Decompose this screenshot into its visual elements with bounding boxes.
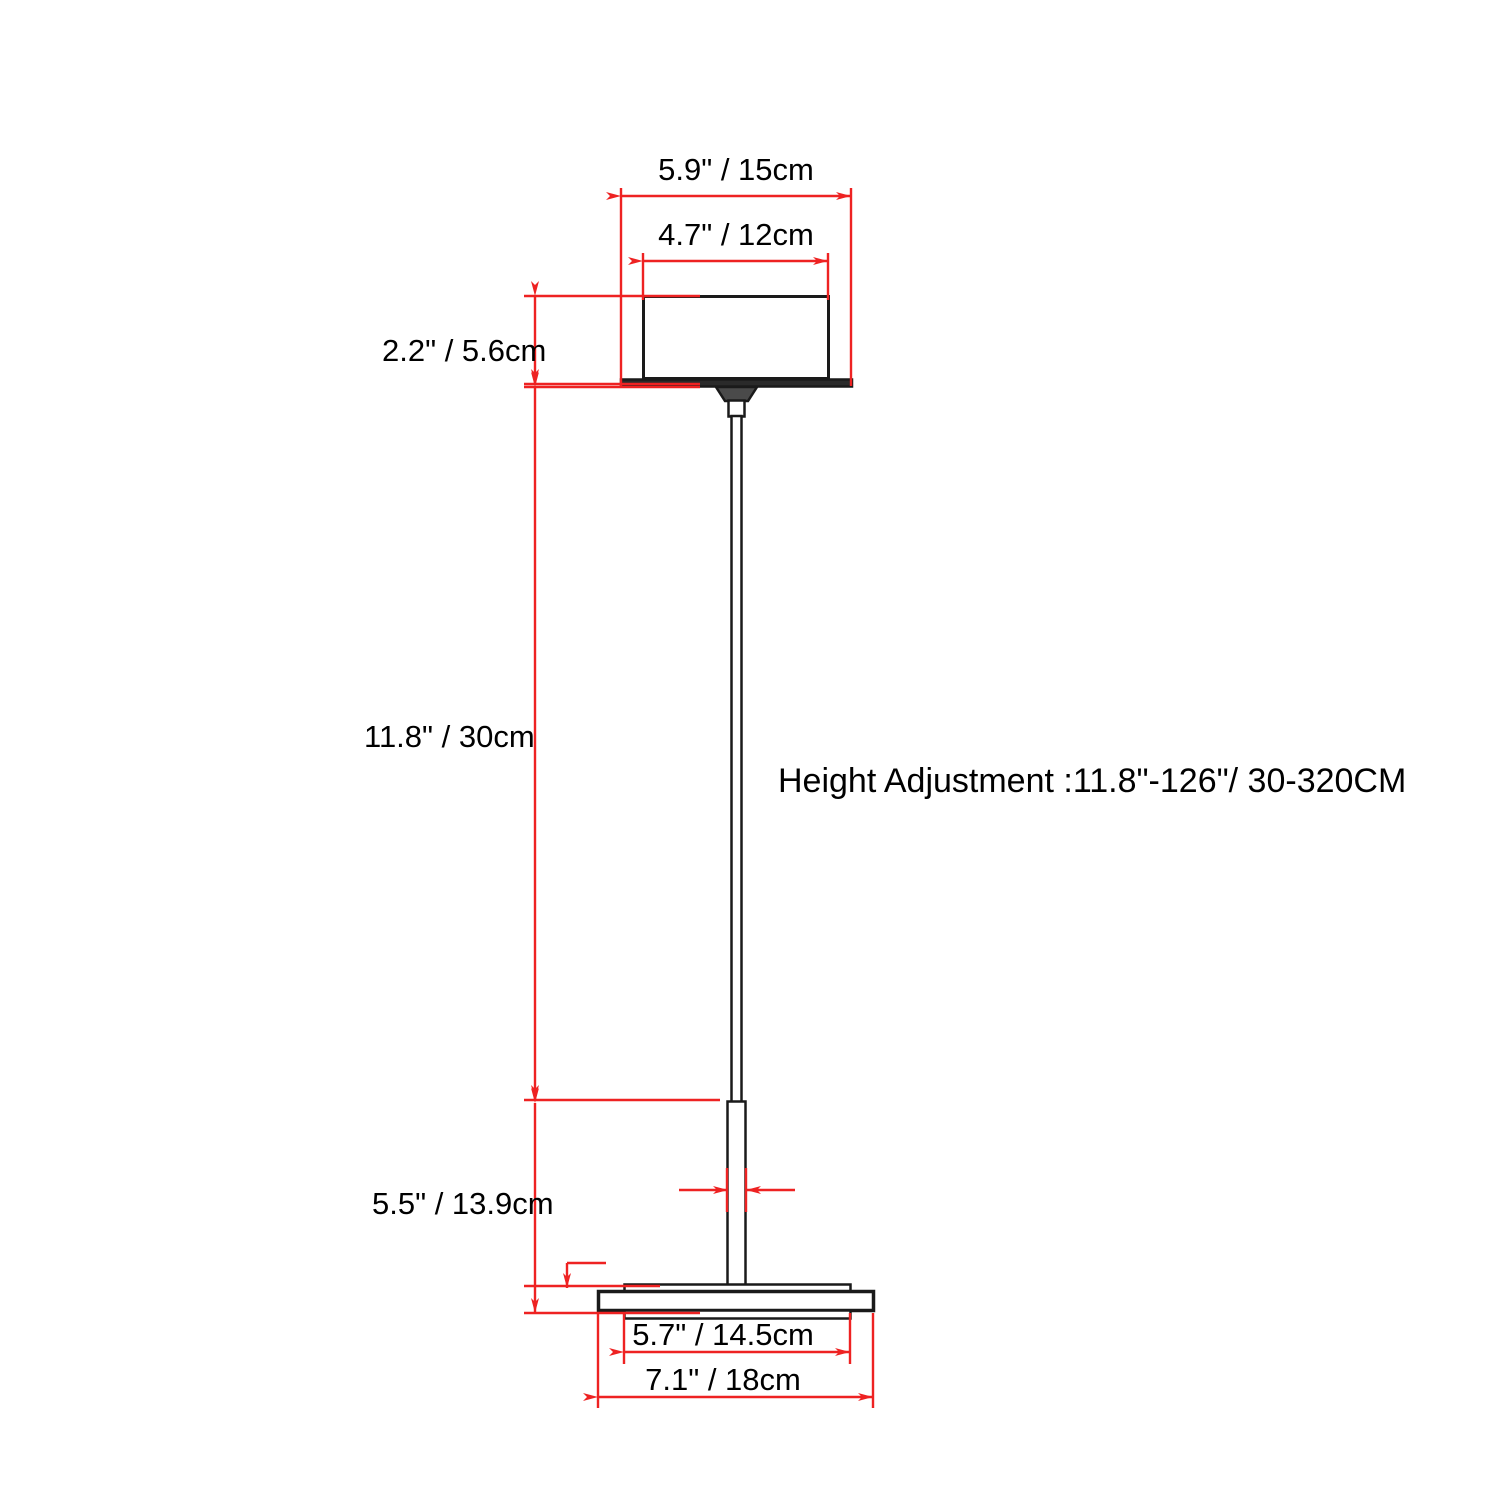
label-lower-pole-length: 5.5" / 13.9cm	[372, 1186, 554, 1221]
label-base-outer-width: 7.1" / 18cm	[645, 1362, 801, 1397]
label-base-inner-width: 5.7" / 14.5cm	[632, 1317, 814, 1352]
dim-shade-inner-width	[628, 253, 830, 300]
dim-lower-pole-length	[524, 1088, 700, 1315]
upper-pole	[730, 414, 743, 1104]
label-height-adjustment-note: Height Adjustment :11.8"-126"/ 30-320CM	[778, 762, 1407, 800]
base-outer-plate	[596, 1289, 876, 1313]
shade-pole-connector	[713, 385, 760, 403]
lamp-geometry	[596, 295, 876, 1320]
dimension-lines	[524, 188, 875, 1408]
label-shade-outer-width: 5.9" / 15cm	[658, 152, 814, 187]
pole-collar	[727, 399, 746, 418]
dim-shade-height	[524, 281, 700, 386]
dim-base-inner-width	[609, 1313, 852, 1364]
shade-drum	[642, 295, 830, 380]
dim-pole-thickness	[679, 1168, 795, 1212]
lower-pole	[726, 1100, 747, 1292]
leader-base-step	[524, 1261, 660, 1288]
label-upper-pole-length: 11.8" / 30cm	[364, 719, 535, 754]
label-shade-height: 2.2" / 5.6cm	[382, 333, 547, 368]
dim-base-outer-width	[583, 1313, 875, 1408]
dim-upper-pole-length	[524, 372, 720, 1102]
dim-shade-outer-width	[606, 188, 853, 386]
label-shade-inner-width: 4.7" / 12cm	[658, 217, 814, 252]
